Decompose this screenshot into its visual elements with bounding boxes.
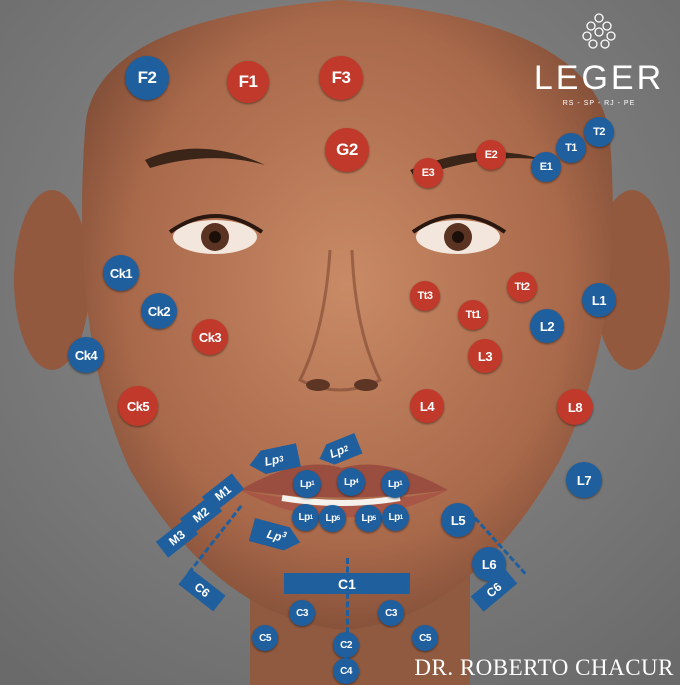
point-t2[interactable]: T2 [584, 117, 614, 147]
point-c3-right[interactable]: C3 [378, 600, 404, 626]
point-ck5[interactable]: Ck5 [118, 386, 158, 426]
point-tt1[interactable]: Tt1 [458, 300, 488, 330]
point-ck1[interactable]: Ck1 [103, 255, 139, 291]
point-g2[interactable]: G2 [325, 128, 369, 172]
point-f3[interactable]: F3 [319, 56, 363, 100]
point-f1[interactable]: F1 [227, 61, 269, 103]
point-e2[interactable]: E2 [476, 140, 506, 170]
point-e3[interactable]: E3 [413, 158, 443, 188]
point-l2[interactable]: L2 [530, 309, 564, 343]
point-l8[interactable]: L8 [557, 389, 593, 425]
point-l3[interactable]: L3 [468, 339, 502, 373]
leger-logo: LEGER RS - SP - RJ - PE [524, 12, 674, 107]
point-tt2[interactable]: Tt2 [507, 272, 537, 302]
point-ck4[interactable]: Ck4 [68, 337, 104, 373]
point-l5[interactable]: L5 [441, 503, 475, 537]
logo-wordmark: LEGER [524, 59, 674, 98]
point-tt3[interactable]: Tt3 [410, 281, 440, 311]
point-c5-left[interactable]: C5 [252, 625, 278, 651]
point-c3-left[interactable]: C3 [289, 600, 315, 626]
point-c4[interactable]: C4 [333, 658, 359, 684]
logo-mark-icon [579, 12, 619, 52]
point-l1[interactable]: L1 [582, 283, 616, 317]
point-l4[interactable]: L4 [410, 389, 444, 423]
point-t1[interactable]: T1 [556, 133, 586, 163]
author-credit: DR. ROBERTO CHACUR [414, 655, 674, 681]
point-f2[interactable]: F2 [125, 56, 169, 100]
point-c5-right[interactable]: C5 [412, 625, 438, 651]
point-l7[interactable]: L7 [566, 462, 602, 498]
point-c2[interactable]: C2 [333, 632, 359, 658]
point-c1[interactable]: C1 [284, 573, 410, 594]
logo-locations: RS - SP - RJ - PE [524, 100, 674, 107]
point-ck3[interactable]: Ck3 [192, 319, 228, 355]
point-e1[interactable]: E1 [531, 152, 561, 182]
point-ck2[interactable]: Ck2 [141, 293, 177, 329]
